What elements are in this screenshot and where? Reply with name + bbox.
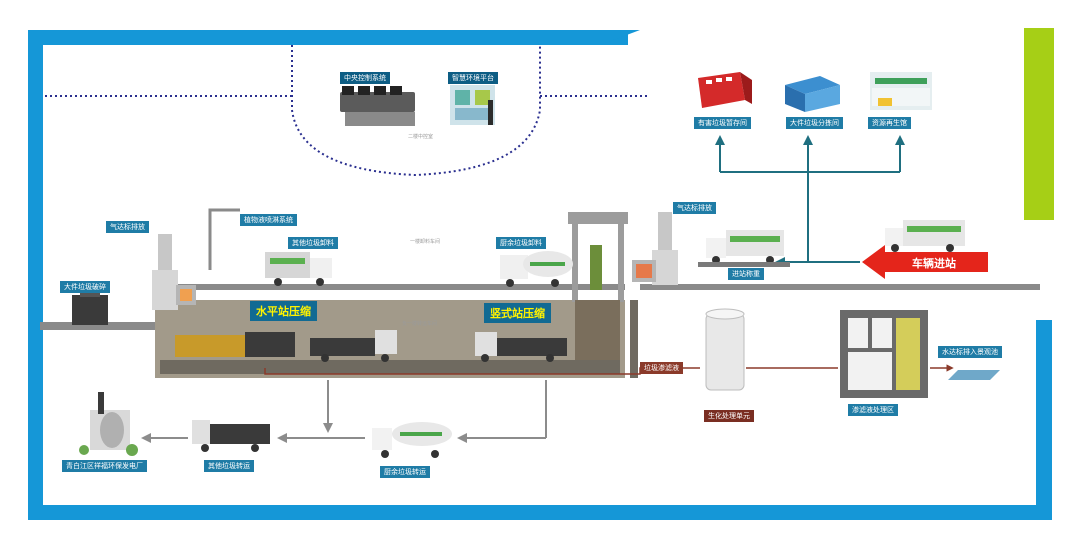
hazardous-building xyxy=(698,72,752,108)
entry-road xyxy=(640,284,1040,290)
bulky-crush-floor xyxy=(40,322,160,330)
distribution-arrows xyxy=(715,135,905,267)
floor2-note: 二楼中控室 xyxy=(408,134,434,140)
spray-pipe xyxy=(208,208,240,270)
other-transport-truck xyxy=(192,420,270,452)
frame-left-bar xyxy=(28,30,43,520)
power-plant-illustration xyxy=(79,392,138,456)
central-control-label: 中央控制系统 xyxy=(340,72,390,84)
frame-bottom-bar xyxy=(28,505,1052,520)
weighing-truck xyxy=(698,230,790,267)
vertical-compress-label: 竖式站压缩 xyxy=(484,303,551,323)
bulky-building xyxy=(785,76,840,112)
other-waste-truck xyxy=(265,252,332,286)
horizontal-container-truck xyxy=(310,330,397,362)
biochem-tank xyxy=(705,308,745,391)
kitchen-transport-label: 厨余垃圾转运 xyxy=(380,466,430,478)
smart-platform-label: 智慧环境平台 xyxy=(448,72,498,84)
leachate-zone-label: 渗滤液处理区 xyxy=(848,404,898,416)
vertical-container-truck xyxy=(475,332,567,362)
plant-spray-label: 植物液喷淋系统 xyxy=(240,214,297,226)
kitchen-unload-label: 厨余垃圾卸料 xyxy=(496,237,546,249)
transport-arrows xyxy=(141,380,547,443)
accent-green-bar xyxy=(1024,28,1054,220)
horizontal-compress-label: 水平站压缩 xyxy=(250,301,317,321)
deodorize-right-label: 气达标排放 xyxy=(673,202,716,214)
bulky-sorting-label: 大件垃圾分拣间 xyxy=(786,117,843,129)
other-unload-label: 其他垃圾卸料 xyxy=(288,237,338,249)
vehicle-entry-arrow xyxy=(862,245,988,279)
basement-note: 负一楼转运车间 xyxy=(402,321,438,327)
frame-top-tip xyxy=(600,30,640,45)
landscape-pool xyxy=(948,370,1000,380)
floor1-note: 一楼卸料车间 xyxy=(410,239,441,245)
vehicle-entry-label: 车辆进站 xyxy=(912,258,956,270)
left-chimney xyxy=(152,234,196,310)
biochem-label: 生化处理单元 xyxy=(704,410,754,422)
deodorize-left-label: 气达标排放 xyxy=(106,221,149,233)
recycling-building xyxy=(870,72,932,110)
other-transport-label: 其他垃圾转运 xyxy=(204,460,254,472)
right-chimney xyxy=(632,212,678,285)
upper-floor-slab xyxy=(155,284,625,290)
vertical-tower xyxy=(568,212,628,360)
control-room-boundary xyxy=(45,45,650,177)
kitchen-waste-truck xyxy=(500,251,573,287)
power-plant-label: 青白江区祥福环保发电厂 xyxy=(62,460,147,472)
recycling-hall-label: 资源再生馆 xyxy=(868,117,911,129)
hazardous-storage-label: 有害垃圾暂存间 xyxy=(694,117,751,129)
horizontal-compactor xyxy=(175,332,295,357)
water-discharge-label: 水达标排入景观池 xyxy=(938,346,1002,358)
smart-platform-illustration xyxy=(450,85,495,125)
leachate-treatment-block xyxy=(840,310,928,398)
entry-weigh-label: 进站称重 xyxy=(728,268,764,280)
kitchen-transport-truck xyxy=(372,422,452,458)
leachate-label: 垃圾渗滤液 xyxy=(640,362,683,374)
frame-top-bar xyxy=(28,30,628,45)
control-console-illustration xyxy=(340,86,415,126)
bulky-crush-label: 大件垃圾破碎 xyxy=(60,281,110,293)
frame-right-bar xyxy=(1036,320,1052,520)
entry-truck xyxy=(885,220,965,252)
